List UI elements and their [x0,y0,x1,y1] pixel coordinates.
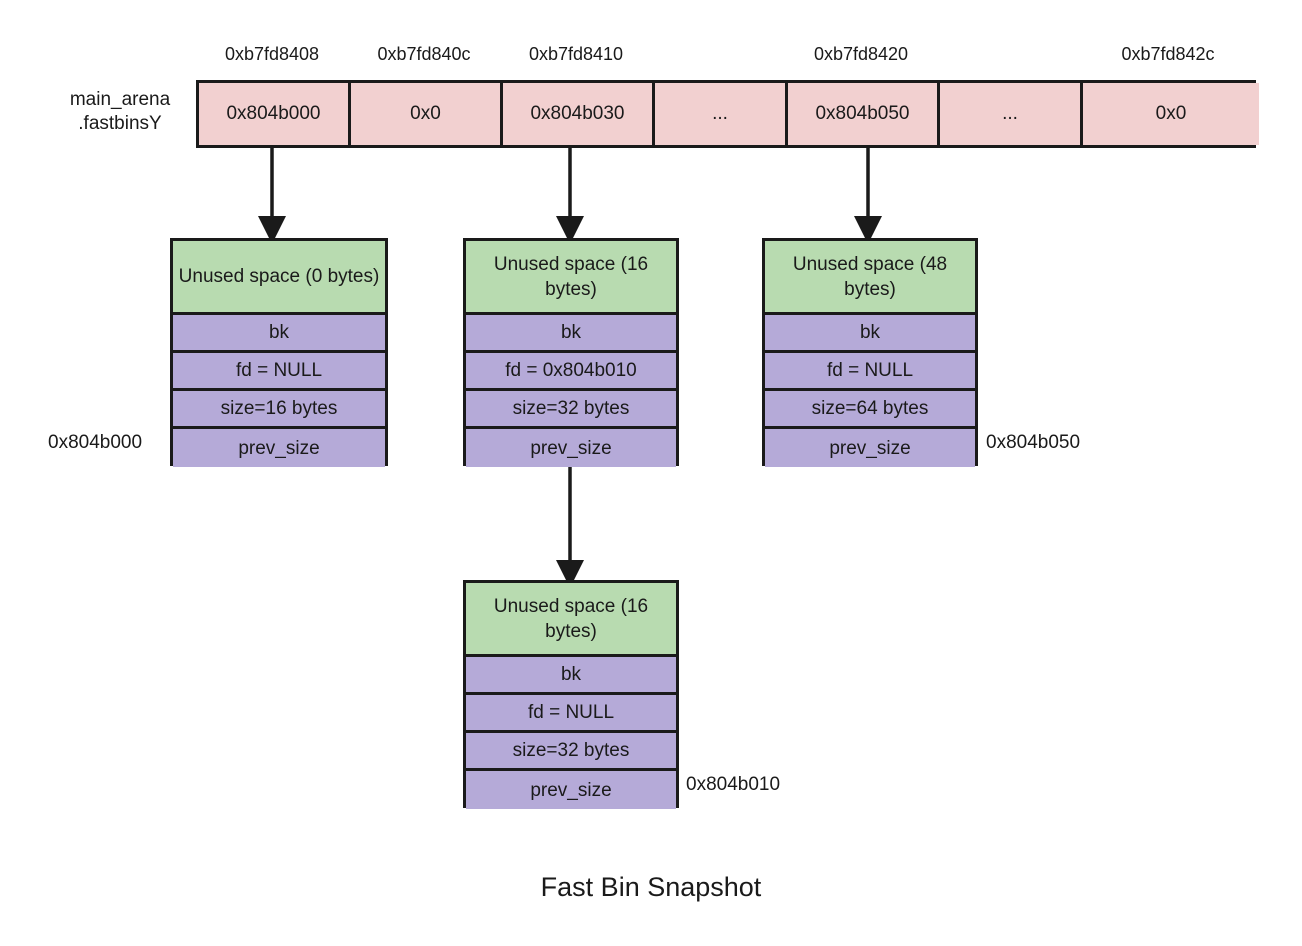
chunk-804b000-unused-space: Unused space (0 bytes) [173,241,385,315]
fastbin-address-1: 0xb7fd840c [377,44,471,64]
fastbinsy-array: 0x804b000 0x0 0x804b030 ... 0x804b050 ..… [196,80,1259,148]
fastbin-cell-2[interactable]: 0x804b030 [503,83,655,145]
fastbin-address-6: 0xb7fd842c [1121,44,1215,64]
chunk-804b000-bk: bk [173,315,385,353]
fastbin-address-4: 0xb7fd8420 [813,44,909,64]
chunk-804b030-unused-space: Unused space (16 bytes) [466,241,676,315]
chunk-804b030-prev-size: prev_size [466,429,676,467]
fastbin-cell-3[interactable]: ... [655,83,788,145]
chunk-804b000-size: size=16 bytes [173,391,385,429]
chunk-804b050-size: size=64 bytes [765,391,975,429]
chunk-804b030: Unused space (16 bytes) bk fd = 0x804b01… [463,238,679,467]
chunk-804b000: Unused space (0 bytes) bk fd = NULL size… [170,238,388,467]
fastbin-cell-6[interactable]: 0x0 [1083,83,1259,145]
chunk-804b010: Unused space (16 bytes) bk fd = NULL siz… [463,580,679,809]
main-arena-label-line2: .fastbinsY [78,113,162,134]
chunk-804b010-bk: bk [466,657,676,695]
chunk-804b010-unused-space: Unused space (16 bytes) [466,583,676,657]
chunk-804b010-address-label: 0x804b010 [686,774,781,795]
chunk-804b000-address-label: 0x804b000 [48,432,143,453]
chunk-804b010-fd: fd = NULL [466,695,676,733]
chunk-804b030-size: size=32 bytes [466,391,676,429]
chunk-804b050-unused-space: Unused space (48 bytes) [765,241,975,315]
chunk-804b000-prev-size: prev_size [173,429,385,467]
fastbin-cell-5[interactable]: ... [940,83,1083,145]
chunk-804b050-prev-size: prev_size [765,429,975,467]
chunk-804b010-size: size=32 bytes [466,733,676,771]
main-arena-label-line1: main_arena [69,89,171,110]
fastbin-cell-1[interactable]: 0x0 [351,83,503,145]
fastbin-address-0: 0xb7fd8408 [224,44,320,64]
diagram-caption: Fast Bin Snapshot [540,872,762,902]
chunk-804b050-address-label: 0x804b050 [986,432,1081,453]
chunk-804b000-fd: fd = NULL [173,353,385,391]
fastbin-cell-0[interactable]: 0x804b000 [199,83,351,145]
chunk-804b050: Unused space (48 bytes) bk fd = NULL siz… [762,238,978,467]
chunk-804b030-fd: fd = 0x804b010 [466,353,676,391]
chunk-804b030-bk: bk [466,315,676,353]
fastbin-address-2: 0xb7fd8410 [528,44,624,64]
main-arena-label: main_arena .fastbinsY [50,88,190,136]
chunk-804b050-bk: bk [765,315,975,353]
chunk-804b010-prev-size: prev_size [466,771,676,809]
chunk-804b050-fd: fd = NULL [765,353,975,391]
fastbin-cell-4[interactable]: 0x804b050 [788,83,940,145]
